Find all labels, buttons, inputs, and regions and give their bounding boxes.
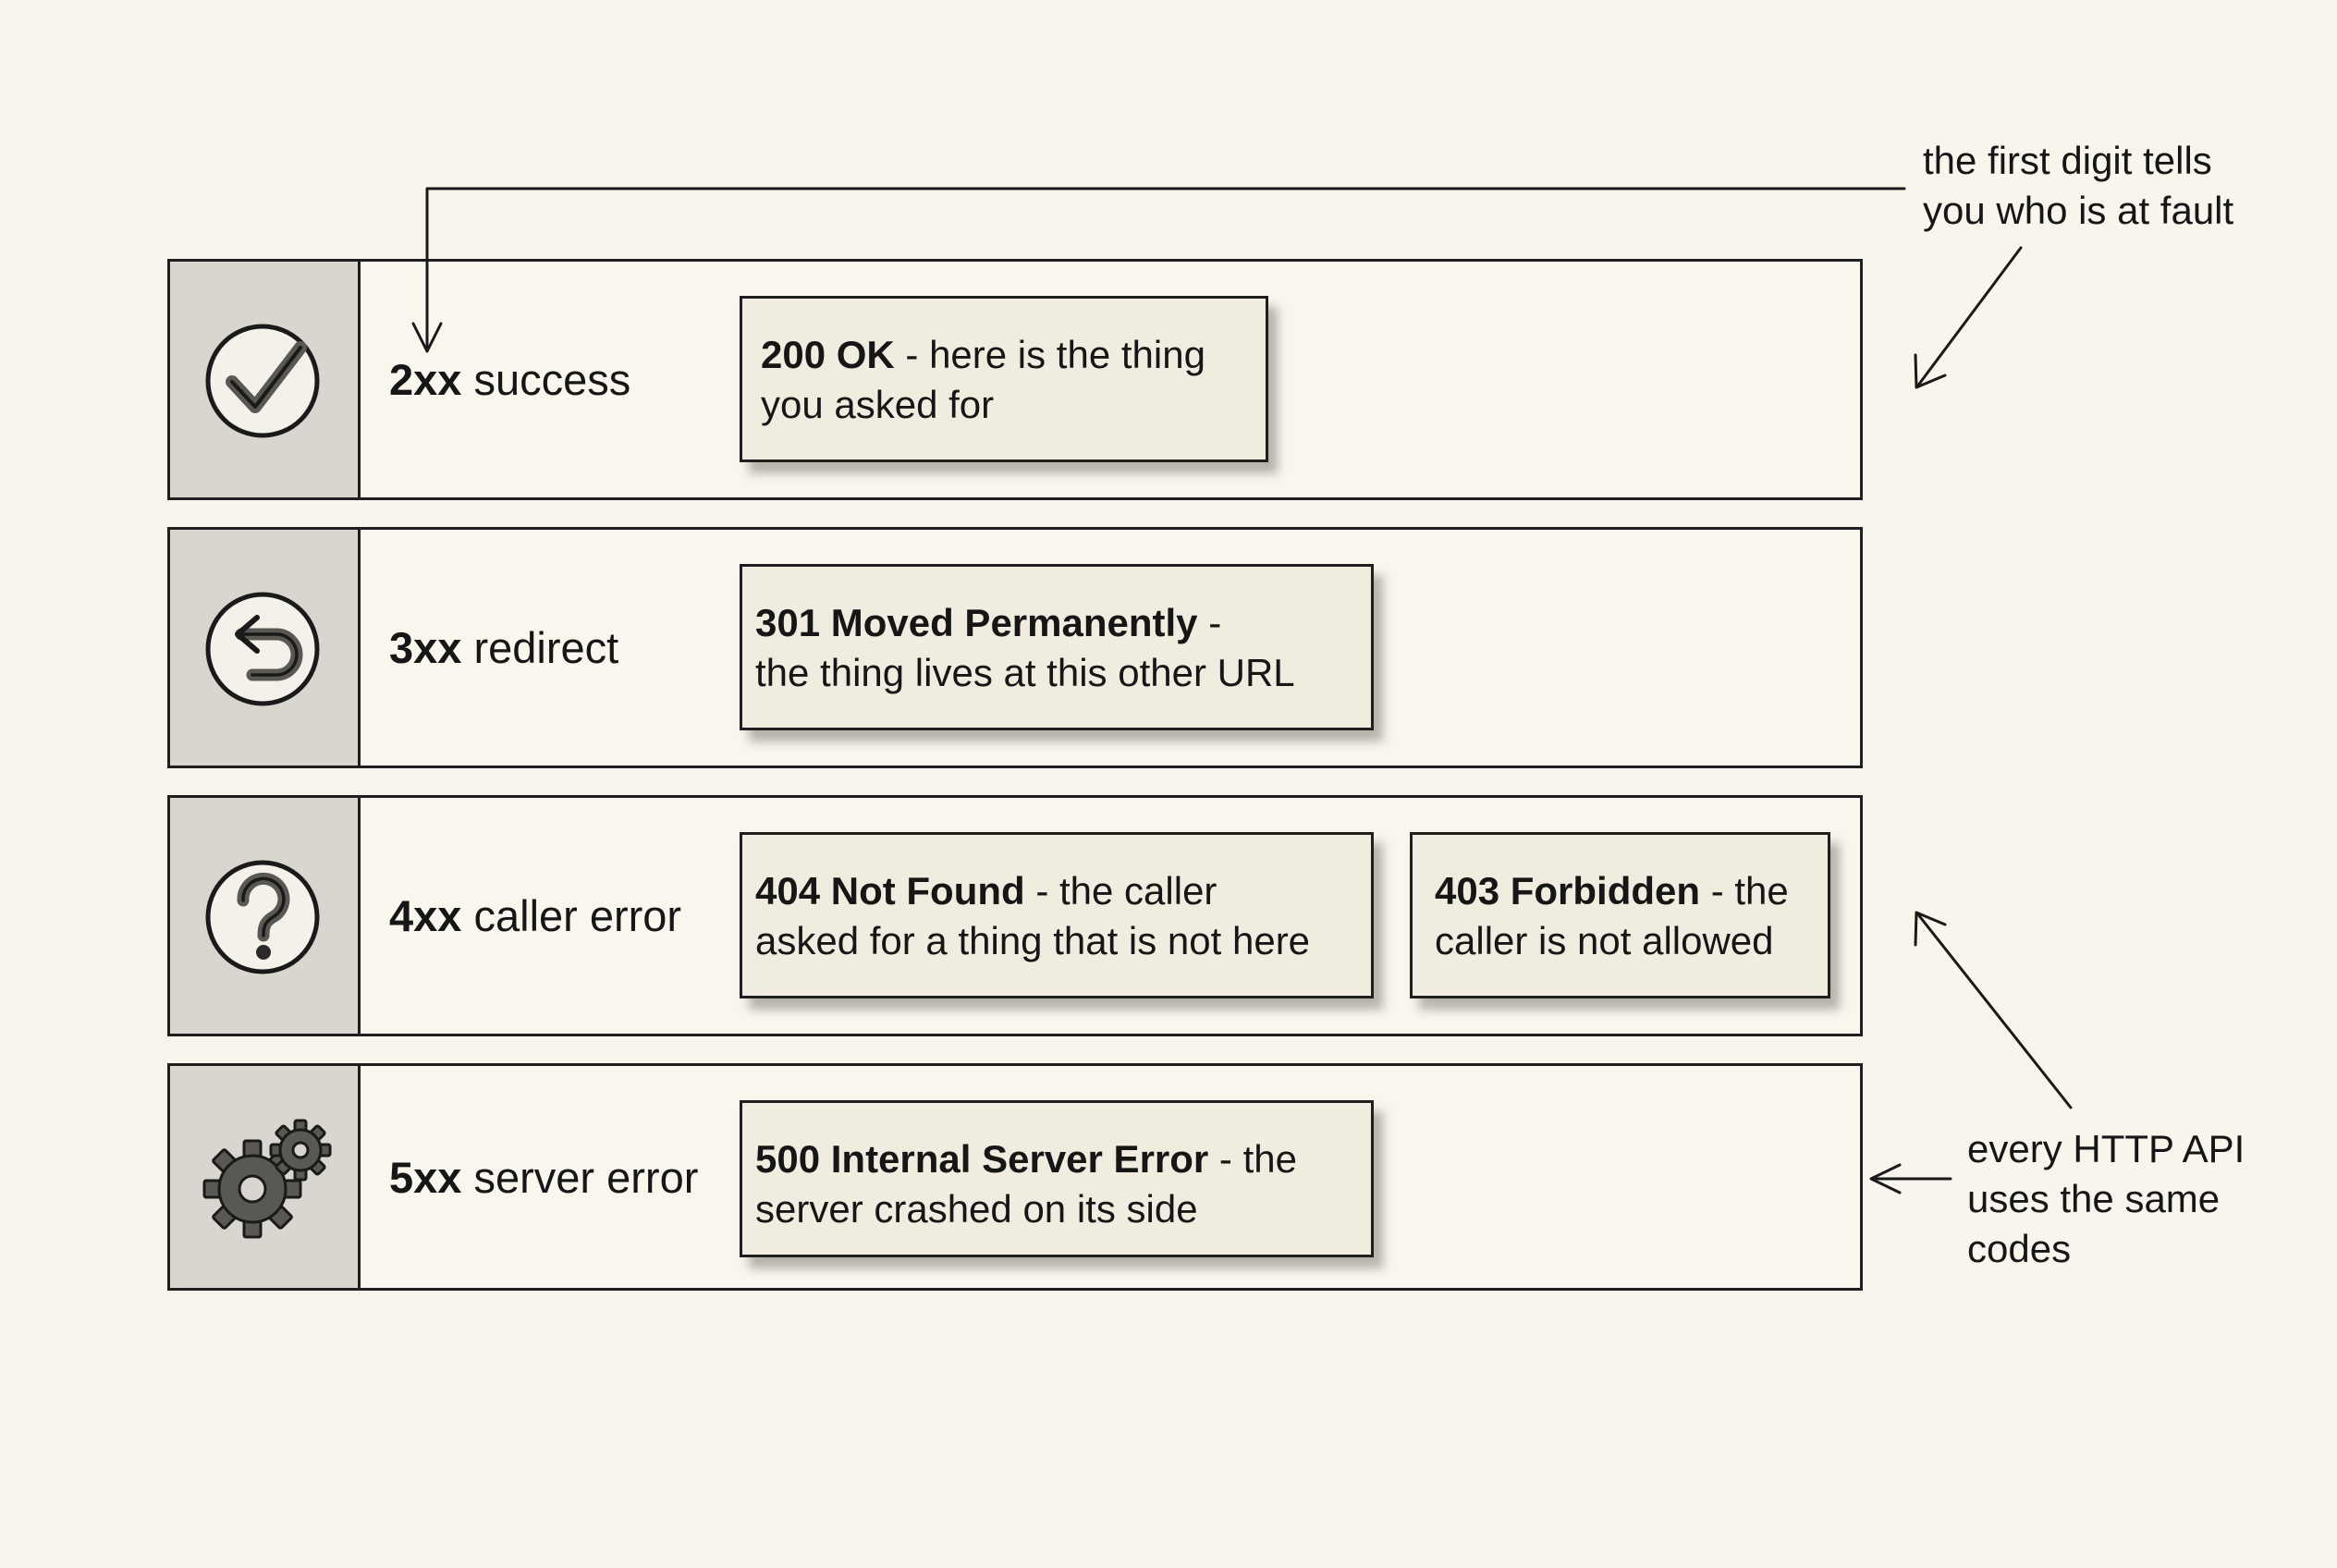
status-box-text-line2: caller is not allowed (1435, 919, 1774, 962)
status-box-code: 404 Not Found (755, 869, 1025, 913)
status-box-404: 404 Not Found - the caller asked for a t… (740, 832, 1374, 998)
status-box-200: 200 OK - here is the thing you asked for (740, 296, 1268, 462)
annotation-line: the first digit tells (1923, 139, 2212, 182)
row-label-text: caller error (473, 891, 682, 940)
annotation-line: every HTTP API (1967, 1127, 2245, 1170)
annotation-first-digit: the first digit tells you who is at faul… (1923, 136, 2233, 236)
redirect-arrow-icon (205, 592, 319, 705)
status-box-500: 500 Internal Server Error - the server c… (740, 1100, 1374, 1257)
arrowhead-same-codes-left (1869, 1163, 1902, 1194)
status-box-code: 200 OK (761, 333, 895, 376)
row-label-4xx: 4xx caller error (389, 798, 681, 1034)
icon-cell-4xx (170, 798, 361, 1034)
status-box-text-line2: server crashed on its side (755, 1187, 1198, 1231)
status-box-text-line1: - the (1208, 1137, 1297, 1181)
annotation-same-codes: every HTTP API uses the same codes (1967, 1124, 2245, 1274)
status-box-code: 403 Forbidden (1435, 869, 1701, 913)
row-label-5xx: 5xx server error (389, 1066, 698, 1288)
status-box-text-line1: - the caller (1024, 869, 1217, 913)
status-box-403: 403 Forbidden - the caller is not allowe… (1410, 832, 1830, 998)
arrow-same-codes-up (1915, 912, 2073, 1109)
row-label-2xx: 2xx success (389, 262, 630, 497)
gears-icon (202, 1119, 331, 1239)
annotation-line: you who is at fault (1923, 189, 2234, 232)
row-code: 4xx (389, 891, 462, 940)
status-box-code: 500 Internal Server Error (755, 1137, 1209, 1181)
arrowhead-same-codes-up (1914, 911, 1947, 947)
row-code: 3xx (389, 623, 462, 672)
status-box-text-line1: - here is the thing (894, 333, 1205, 376)
arrow-first-digit (1915, 246, 2023, 388)
row-label-text: success (473, 355, 631, 404)
question-mark-icon (205, 860, 319, 974)
row-code: 5xx (389, 1152, 462, 1202)
status-box-text-line1: - (1197, 601, 1222, 644)
row-code: 2xx (389, 355, 462, 404)
status-box-301: 301 Moved Permanently - the thing lives … (740, 564, 1374, 730)
status-box-text-line1: - the (1700, 869, 1789, 913)
row-label-3xx: 3xx redirect (389, 530, 618, 766)
annotation-line: codes (1967, 1227, 2072, 1270)
annotation-line: uses the same (1967, 1177, 2221, 1220)
row-label-text: redirect (473, 623, 619, 672)
status-box-text-line2: you asked for (761, 383, 995, 426)
status-box-text-line2: the thing lives at this other URL (755, 651, 1295, 694)
check-circle-icon (205, 324, 319, 437)
row-label-text: server error (473, 1152, 699, 1202)
status-box-code: 301 Moved Permanently (755, 601, 1198, 644)
icon-cell-2xx (170, 262, 361, 497)
status-box-text-line2: asked for a thing that is not here (755, 919, 1311, 962)
icon-cell-3xx (170, 530, 361, 766)
arrowhead-first-digit (1914, 353, 1947, 389)
icon-cell-5xx (170, 1066, 361, 1288)
